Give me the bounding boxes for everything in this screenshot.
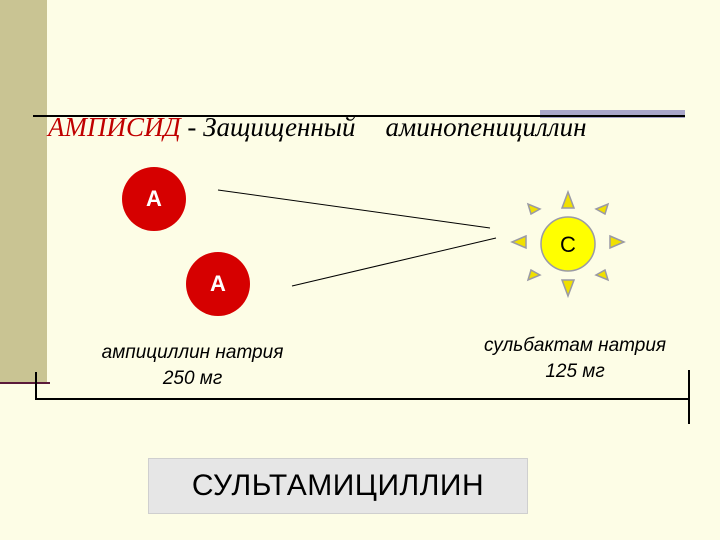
title-description: - Защищенный: [187, 112, 356, 142]
title-drug-name: АМПИСИД: [48, 112, 181, 142]
component-c-label: С: [560, 232, 576, 257]
sulbactam-caption: сульбактам натрия 125 мг: [440, 333, 710, 384]
sun-ray: [526, 268, 542, 282]
ampicillin-caption: ампициллин натрия 250 мг: [60, 340, 325, 391]
component-a-label-bottom: А: [210, 271, 226, 296]
component-a-circle-bottom: А: [186, 252, 250, 316]
slide-title: АМПИСИД - Защищенный аминопенициллин: [48, 112, 586, 143]
sun-icon: [510, 189, 626, 299]
sun-core: [540, 216, 596, 272]
bracket-left-tick: [35, 372, 37, 400]
sun-ray: [510, 234, 527, 250]
sun-ray: [560, 279, 576, 299]
sulbactam-name: сульбактам натрия: [483, 335, 667, 356]
result-box: СУЛЬТАМИЦИЛЛИН: [148, 458, 528, 514]
title-accent-bar: [540, 110, 685, 118]
title-rule: [33, 115, 685, 117]
sulbactam-dose: 125 мг: [545, 360, 605, 382]
component-a-label-top: А: [146, 186, 162, 211]
sun-ray: [594, 202, 610, 216]
title-class: аминопенициллин: [385, 112, 587, 142]
connector-line-top: [217, 189, 491, 229]
sun-ray: [560, 189, 576, 209]
bracket-line: [35, 398, 690, 400]
sun-ray: [526, 202, 542, 216]
sun-ray: [594, 268, 610, 282]
ampicillin-dose: 250 мг: [162, 367, 223, 389]
sun-ray: [609, 234, 626, 250]
connector-line-bottom: [291, 237, 497, 287]
side-band: [0, 0, 47, 384]
component-a-circle-top: А: [122, 167, 186, 231]
bracket-right-tick: [688, 370, 690, 424]
ampicillin-name: ампициллин натрия: [101, 342, 284, 363]
result-label: СУЛЬТАМИЦИЛЛИН: [191, 469, 485, 502]
side-band-divider: [0, 382, 50, 384]
